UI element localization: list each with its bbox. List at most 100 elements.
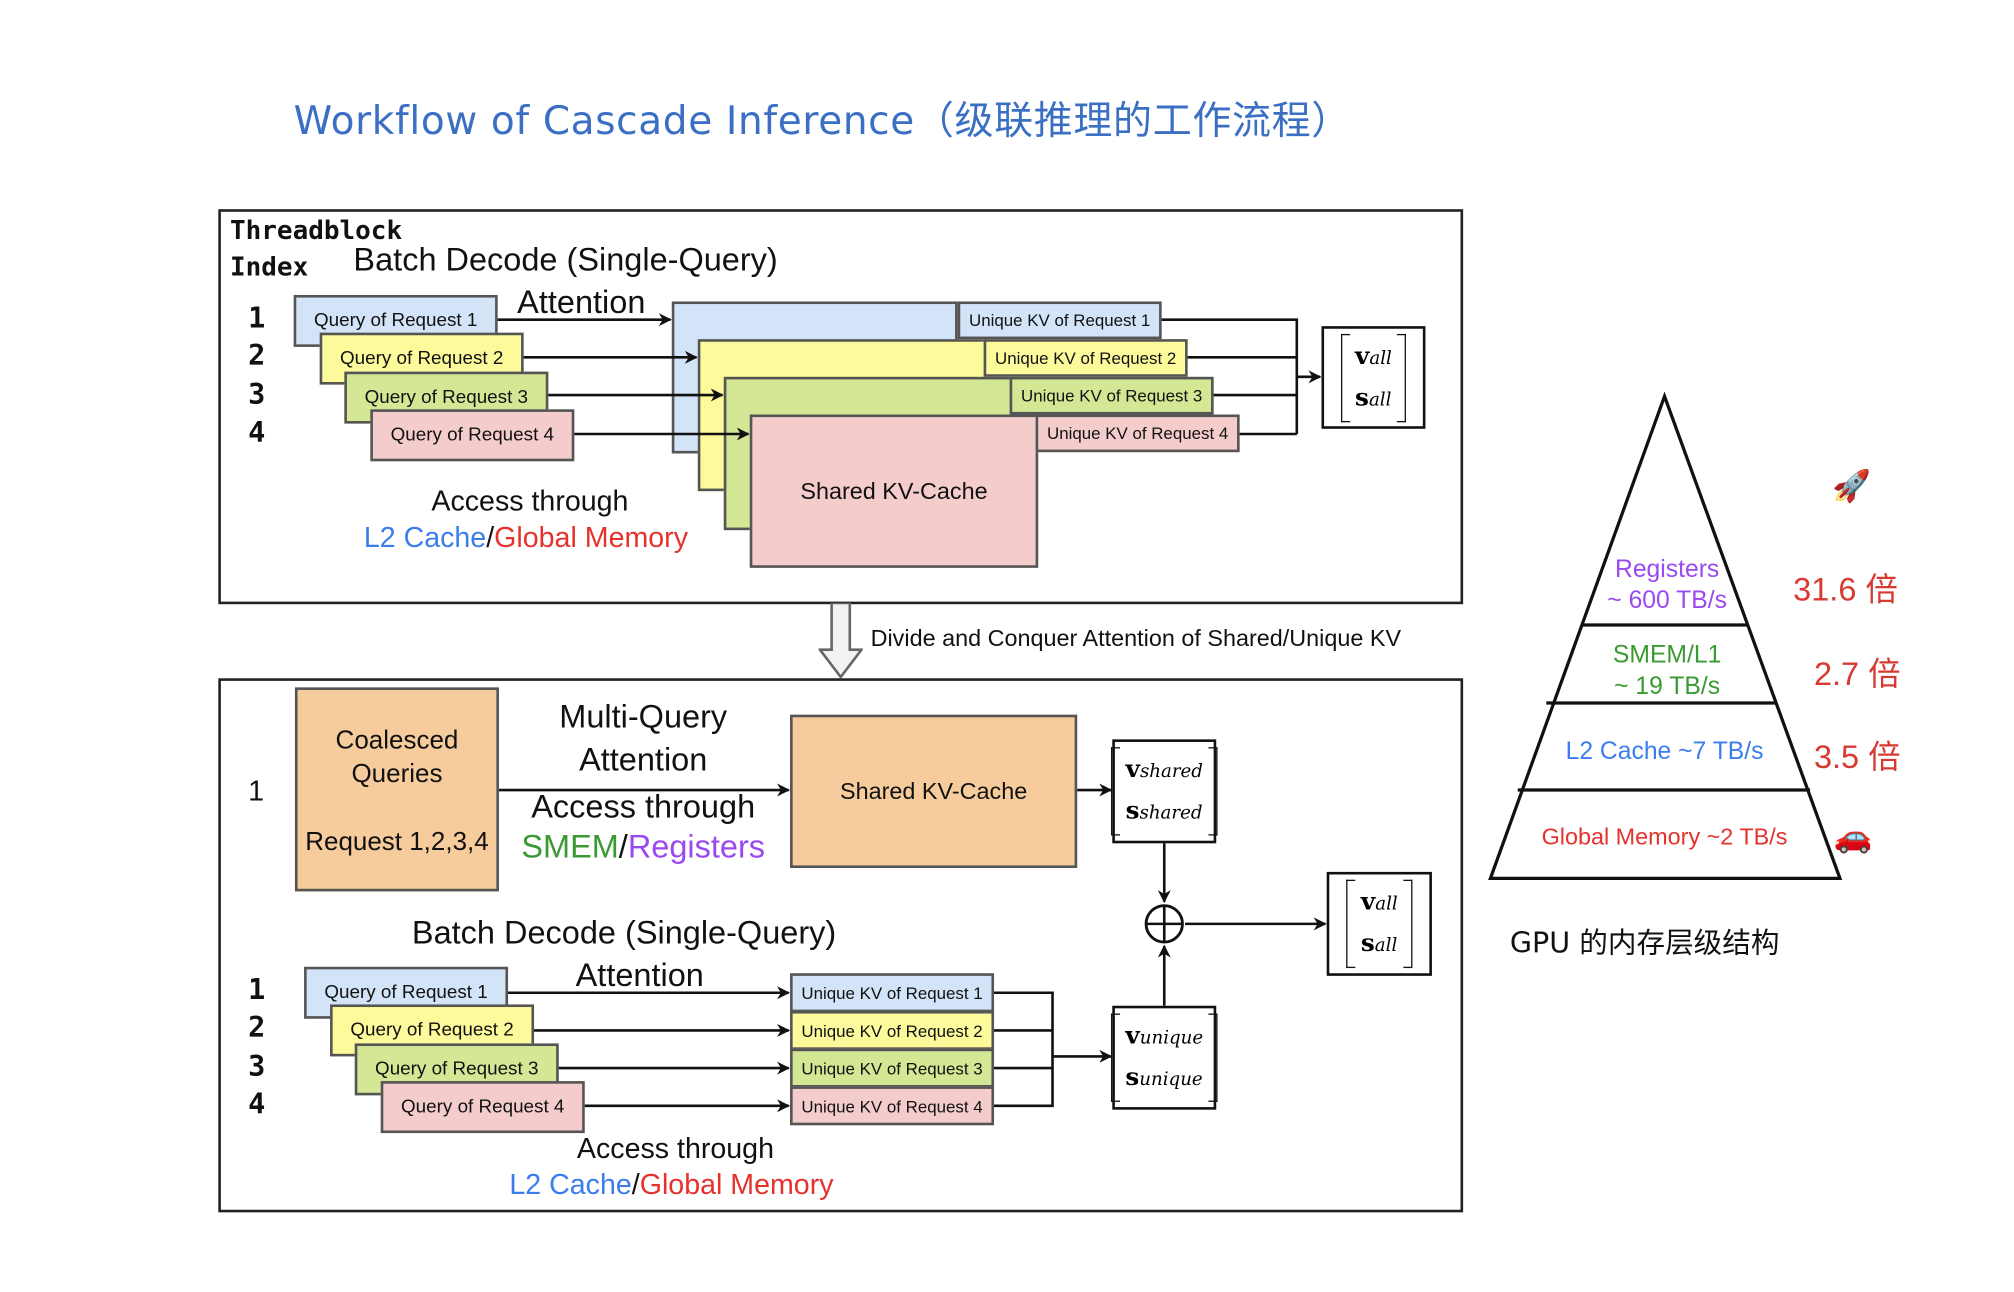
- v-symbol: v: [1355, 341, 1370, 370]
- level-name: SMEM/L1: [1612, 641, 1722, 670]
- v-subscript: unique: [1139, 1027, 1204, 1049]
- pyramid-level-smem: SMEM/L1 ~ 19 TB/s: [1561, 641, 1774, 703]
- level-name: Global Memory ~2 TB/s: [1541, 823, 1788, 850]
- pyramid-outline: [1488, 391, 1843, 881]
- top-access-memory: L2 Cache/Global Memory: [364, 521, 688, 555]
- separator: /: [486, 521, 495, 554]
- unique-kv-label: Unique KV of Request 4: [1046, 423, 1229, 444]
- bottom-unique-kv-3: Unique KV of Request 3: [790, 1048, 995, 1088]
- separator: /: [631, 1168, 640, 1201]
- coalesced-line1: Coalesced: [335, 726, 459, 755]
- level-name: Registers: [1614, 556, 1720, 584]
- ratio-l2-global: 3.5 倍: [1813, 739, 1901, 776]
- ratio-registers-smem: 31.6 倍: [1793, 571, 1898, 609]
- query-label: Query of Request 3: [364, 387, 529, 409]
- top-index-4: 4: [248, 417, 266, 450]
- query-label: Query of Request 2: [350, 1020, 514, 1041]
- bottom-query-4: Query of Request 4: [380, 1081, 585, 1134]
- top-unique-kv-1: Unique KV of Request 1: [957, 301, 1162, 340]
- v-subscript: all: [1369, 347, 1392, 369]
- ratio-smem-l2: 2.7 倍: [1813, 656, 1901, 693]
- s-subscript: all: [1374, 935, 1398, 957]
- s-symbol: s: [1355, 382, 1369, 412]
- bottom-index-3: 3: [248, 1051, 266, 1084]
- query-label: Query of Request 4: [401, 1096, 565, 1118]
- coalesced-queries-box: Coalesced Queries Request 1,2,3,4: [294, 687, 499, 892]
- pyramid-level-registers: Registers ~ 600 TB/s: [1561, 555, 1774, 617]
- coalesced-line3: Request 1,2,3,4: [305, 827, 489, 857]
- unique-kv-label: Unique KV of Request 3: [1021, 385, 1203, 406]
- top-heading-attention: Attention: [517, 284, 646, 321]
- v-symbol: v: [1125, 1021, 1140, 1050]
- pyramid-level-global: Global Memory ~2 TB/s: [1509, 821, 1821, 852]
- separator: /: [618, 829, 628, 866]
- bottom-index-1: 1: [248, 974, 266, 1008]
- bottom-access-line: Access through: [576, 1131, 774, 1165]
- header-line1: Threadblock: [229, 214, 403, 246]
- global-memory-label: Global Memory: [639, 1168, 834, 1201]
- query-label: Query of Request 3: [375, 1059, 539, 1080]
- v-subscript: all: [1375, 893, 1398, 915]
- coalesced-line2: Queries: [351, 760, 443, 789]
- bd-heading: Batch Decode (Single-Query): [411, 914, 837, 952]
- query-label: Query of Request 1: [313, 310, 478, 332]
- s-subscript: shared: [1139, 803, 1203, 824]
- unique-kv-label: Unique KV of Request 3: [801, 1058, 983, 1078]
- bottom-unique-kv-4: Unique KV of Request 4: [790, 1086, 995, 1126]
- top-shared-kv-cache: Shared KV-Cache: [749, 414, 1039, 568]
- top-index-2: 2: [248, 340, 266, 373]
- mq-access-line: Access through: [531, 788, 756, 826]
- unique-kv-label: Unique KV of Request 1: [801, 982, 983, 1003]
- s-symbol: s: [1125, 1062, 1140, 1092]
- line-bottom-kv1: [994, 991, 1054, 1108]
- unique-kv-label: Unique KV of Request 1: [969, 310, 1151, 331]
- top-heading: Batch Decode (Single-Query): [353, 241, 778, 279]
- top-unique-kv-2: Unique KV of Request 2: [983, 339, 1188, 377]
- smem-label: SMEM: [521, 829, 619, 866]
- merge-plus-icon: [1143, 903, 1185, 945]
- shared-output-box: vshared sshared: [1111, 739, 1218, 844]
- mq-heading-attention: Attention: [579, 741, 708, 779]
- l2-cache-label: L2 Cache: [509, 1168, 632, 1201]
- unique-kv-label: Unique KV of Request 2: [801, 1020, 983, 1041]
- mq-index: 1: [248, 774, 265, 807]
- bottom-unique-kv-2: Unique KV of Request 2: [790, 1010, 995, 1050]
- v-symbol: v: [1360, 887, 1376, 917]
- s-subscript: unique: [1139, 1069, 1203, 1091]
- s-symbol: s: [1125, 796, 1140, 826]
- bottom-shared-kv-cache: Shared KV-Cache: [790, 714, 1078, 868]
- query-label: Query of Request 4: [390, 424, 555, 446]
- pyramid-caption: GPU 的内存层级结构: [1509, 927, 1780, 961]
- final-output-vall-sall: vall sall: [1326, 871, 1432, 976]
- mq-access-memory: SMEM/Registers: [499, 829, 787, 867]
- header-line2: Index: [229, 250, 309, 282]
- v-subscript: shared: [1139, 761, 1203, 783]
- shared-kv-label: Shared KV-Cache: [800, 477, 988, 504]
- top-unique-kv-4: Unique KV of Request 4: [1035, 414, 1240, 453]
- s-subscript: all: [1368, 389, 1392, 410]
- rocket-icon: 🚀: [1832, 469, 1871, 505]
- car-icon: 🚗: [1833, 819, 1873, 856]
- pyramid-level-l2: L2 Cache ~7 TB/s: [1535, 737, 1795, 768]
- top-index-3: 3: [248, 379, 266, 412]
- bd-heading-attention: Attention: [575, 957, 704, 995]
- s-symbol: s: [1360, 929, 1375, 958]
- query-label: Query of Request 2: [339, 348, 504, 370]
- top-query-4: Query of Request 4: [370, 409, 575, 462]
- global-memory-label: Global Memory: [494, 521, 688, 554]
- top-unique-kv-3: Unique KV of Request 3: [1009, 376, 1214, 415]
- level-bandwidth: ~ 19 TB/s: [1614, 673, 1721, 701]
- mq-heading: Multi-Query: [559, 699, 728, 736]
- bottom-index-4: 4: [248, 1088, 266, 1122]
- query-label: Query of Request 1: [324, 982, 488, 1004]
- down-arrow-icon: [817, 601, 865, 687]
- unique-output-box: vunique sunique: [1111, 1005, 1218, 1110]
- l2-cache-label: L2 Cache: [363, 521, 487, 554]
- bottom-index-2: 2: [248, 1012, 266, 1045]
- registers-label: Registers: [627, 829, 766, 866]
- bottom-access-memory: L2 Cache/Global Memory: [509, 1168, 833, 1202]
- unique-kv-label: Unique KV of Request 4: [801, 1096, 983, 1116]
